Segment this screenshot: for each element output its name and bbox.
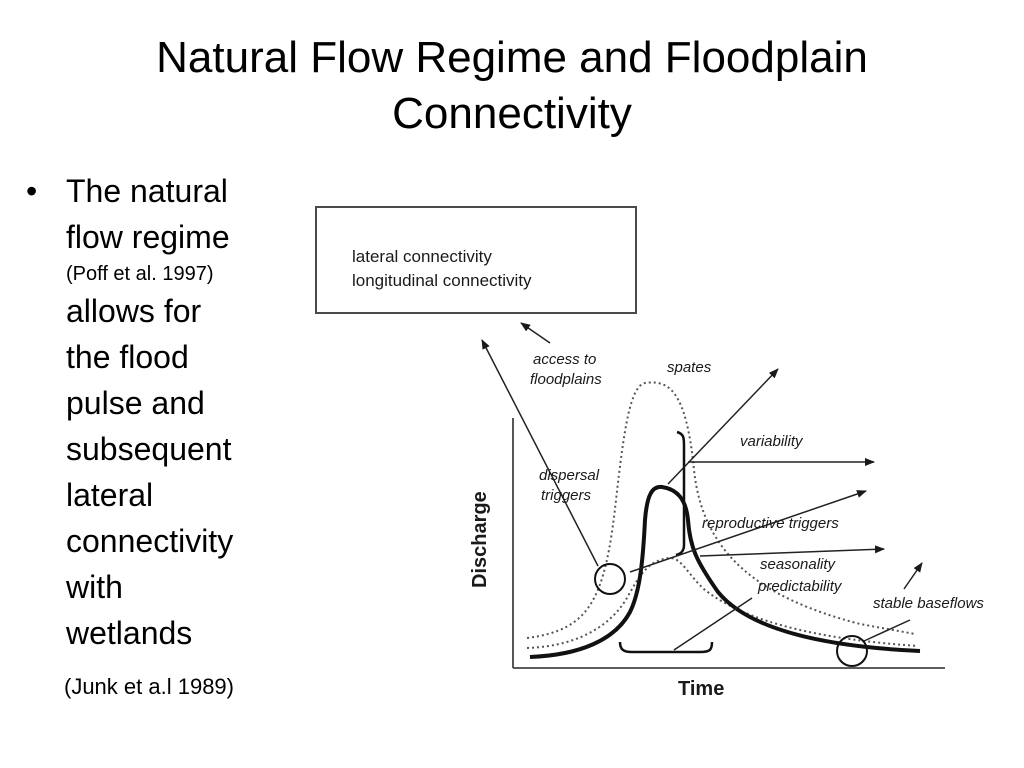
label-predictability: predictability	[757, 578, 843, 595]
hydrograph-curve	[529, 484, 921, 659]
box-text-lateral: lateral connectivity	[352, 247, 492, 266]
citation-poff: (Poff et al. 1997)	[66, 263, 214, 285]
bullet-line: with	[66, 569, 123, 605]
x-axis-label: Time	[678, 678, 724, 700]
bullet-line: allows for	[66, 293, 202, 329]
dispersal-circle	[594, 563, 626, 595]
connectivity-box	[315, 206, 637, 314]
label-floodplains: floodplains	[530, 371, 602, 388]
baseflow-leader	[863, 619, 911, 642]
bullet-line: connectivity	[66, 523, 234, 559]
dispersal-arrow	[481, 339, 599, 567]
access-arrow	[520, 322, 551, 344]
bullet-dot: •	[26, 173, 38, 209]
label-reproductive: reproductive triggers	[702, 515, 839, 532]
y-axis-label: Discharge	[469, 491, 491, 588]
label-spates: spates	[667, 359, 712, 376]
stable-baseflow-circle	[836, 635, 868, 667]
bullet-text: The natural flow regime (Poff et al. 199…	[66, 168, 296, 656]
title-line-1: Natural Flow Regime and Floodplain	[156, 33, 868, 82]
bullet-line: the flood	[66, 339, 189, 375]
bullet-line: lateral	[66, 477, 154, 513]
envelope-inner-dotted	[526, 556, 919, 649]
citation-junk: (Junk et a.l 1989)	[64, 674, 234, 699]
label-dispersal: dispersal	[539, 467, 600, 484]
seasonality-arrow	[699, 545, 885, 557]
slide-title: Natural Flow Regime and Floodplain Conne…	[40, 30, 984, 142]
bullet-line: flow regime	[66, 219, 230, 255]
box-text-longitudinal: longitudinal connectivity	[352, 271, 532, 290]
stable-baseflow-arrow	[903, 562, 923, 590]
label-variability: variability	[740, 433, 804, 450]
envelope-outer-dotted	[526, 381, 916, 639]
bullet-item: • The natural flow regime (Poff et al. 1…	[26, 168, 296, 656]
predictability-leader	[673, 597, 753, 651]
label-triggers: triggers	[541, 487, 592, 504]
bullet-line: pulse and	[66, 385, 205, 421]
title-line-2: Connectivity	[392, 89, 632, 138]
bullet-line: The natural	[66, 173, 228, 209]
reproductive-arrow	[629, 490, 867, 573]
label-access: access to	[533, 351, 596, 368]
label-stable-baseflows: stable baseflows	[873, 595, 984, 612]
label-seasonality: seasonality	[760, 556, 837, 573]
spates-bracket	[675, 430, 686, 557]
baseflow-bracket	[618, 641, 714, 654]
spates-arrow	[667, 368, 779, 485]
bullet-line: subsequent	[66, 431, 232, 467]
bullet-line: wetlands	[66, 615, 193, 651]
